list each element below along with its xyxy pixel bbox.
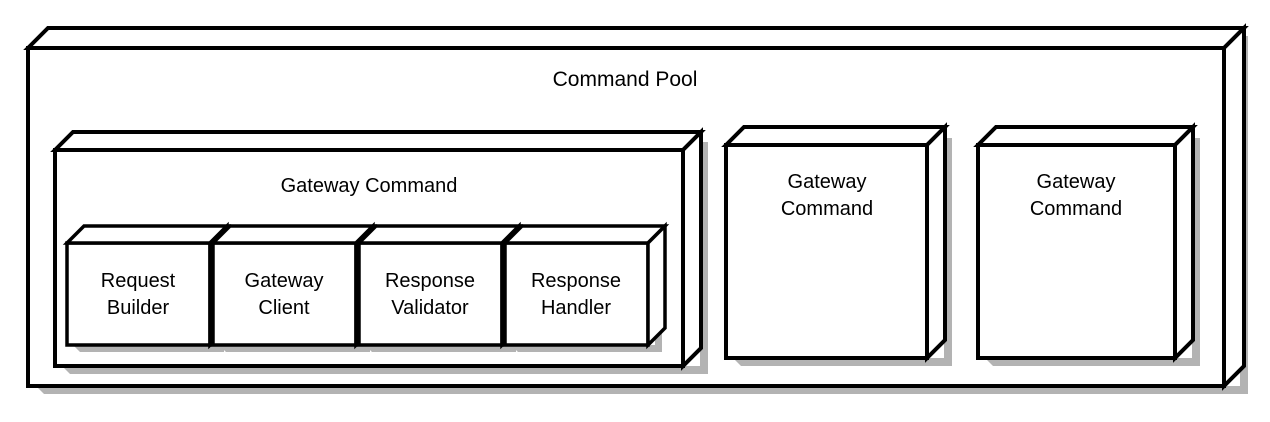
component-request-builder-label-line1: Request xyxy=(101,270,176,292)
gateway-command-3-top-face xyxy=(973,125,1198,147)
component-response-validator[interactable]: Response Validator xyxy=(354,221,524,352)
gateway-command-1[interactable]: Gateway Command Request Builder Gateway … xyxy=(50,127,708,374)
component-gateway-client[interactable]: Gateway Client xyxy=(208,221,378,352)
component-response-validator-label-line1: Response xyxy=(385,270,475,292)
gateway-command-2-right-face xyxy=(925,122,947,363)
component-gateway-client-label-line1: Gateway xyxy=(245,270,324,292)
gateway-command-1-title: Gateway Command xyxy=(281,175,458,197)
command-pool-title: Command Pool xyxy=(553,68,698,91)
gateway-command-3-label-line1: Gateway xyxy=(1037,171,1116,193)
gateway-command-3-right-face xyxy=(1173,122,1195,363)
component-request-builder-label-line2: Builder xyxy=(107,297,170,319)
component-gateway-client-front-face xyxy=(211,241,358,347)
component-response-handler-right-face xyxy=(646,221,667,350)
component-request-builder[interactable]: Request Builder xyxy=(62,221,232,352)
command-pool-top-face xyxy=(23,26,1249,50)
gateway-command-2[interactable]: Gateway Command xyxy=(721,122,952,366)
gateway-command-2-top-face xyxy=(721,125,950,147)
gateway-command-2-label-line2: Command xyxy=(781,198,873,220)
gateway-command-2-front-face xyxy=(724,143,929,360)
component-response-validator-front-face xyxy=(357,241,504,347)
component-response-handler-front-face xyxy=(503,241,650,347)
component-response-validator-label-line2: Validator xyxy=(391,297,469,319)
component-request-builder-top-face xyxy=(62,224,232,245)
gateway-command-3-label-line2: Command xyxy=(1030,198,1122,220)
component-response-validator-top-face xyxy=(354,224,524,245)
component-request-builder-front-face xyxy=(65,241,212,347)
gateway-command-2-label-line1: Gateway xyxy=(788,171,867,193)
gateway-command-1-right-face xyxy=(681,127,703,371)
component-response-handler-label-line1: Response xyxy=(531,270,621,292)
command-pool-right-face xyxy=(1222,23,1246,391)
component-gateway-client-label-line2: Client xyxy=(258,297,310,319)
gateway-command-3-front-face xyxy=(976,143,1177,360)
component-gateway-client-top-face xyxy=(208,224,378,245)
component-response-handler-label-line2: Handler xyxy=(541,297,611,319)
component-response-handler[interactable]: Response Handler xyxy=(500,221,670,352)
component-response-handler-top-face xyxy=(500,224,670,245)
gateway-command-1-top-face xyxy=(50,130,706,152)
gateway-command-3[interactable]: Gateway Command xyxy=(973,122,1200,366)
